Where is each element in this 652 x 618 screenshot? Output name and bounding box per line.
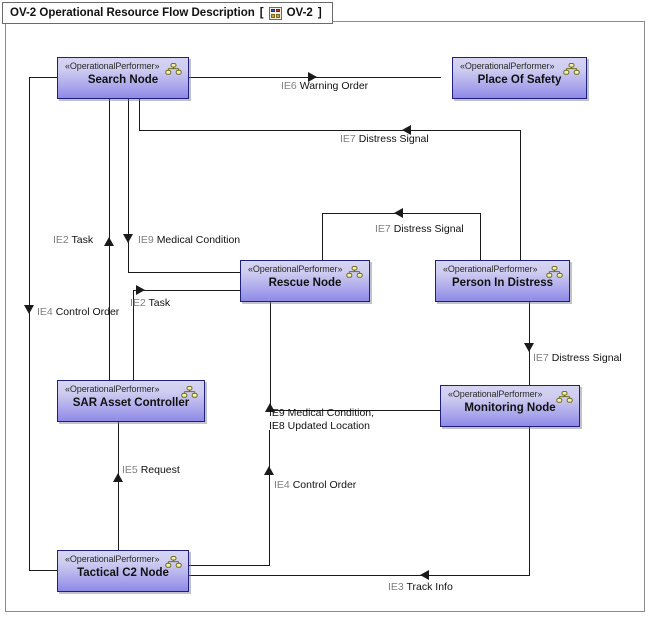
flow-ie7-top-v2[interactable] [139, 99, 140, 131]
node-name: Person In Distress [452, 277, 553, 289]
flow-ie7-right-arrow [524, 343, 534, 352]
flow-ie3-v[interactable] [529, 427, 530, 576]
flow-ie2-right-arrow [136, 285, 145, 295]
node-tactical-c2-node[interactable]: «OperationalPerformer» Tactical C2 Node [57, 550, 189, 592]
node-stereotype: «OperationalPerformer» [65, 384, 160, 394]
flow-ie4-up-v[interactable] [269, 430, 270, 566]
flow-ie2-right-h[interactable] [133, 290, 241, 291]
flow-ie2-up-arrow [104, 237, 114, 246]
flow-ie7-mid-v1[interactable] [480, 213, 481, 261]
node-name: Monitoring Node [464, 402, 556, 414]
flow-ie9-down-v[interactable] [128, 99, 129, 273]
organization-performer-icon [165, 62, 182, 75]
flow-label-ie7-top: IE7 Distress Signal [340, 133, 429, 145]
node-name: Rescue Node [268, 277, 342, 289]
node-rescue-node[interactable]: «OperationalPerformer» Rescue Node [240, 260, 370, 302]
flow-ie5-arrow [113, 473, 123, 482]
diagram-icon [268, 6, 282, 20]
organization-performer-icon [546, 265, 563, 278]
node-name: Tactical C2 Node [77, 567, 169, 579]
node-sar-asset-controller[interactable]: «OperationalPerformer» SAR Asset Control… [57, 380, 205, 422]
flow-label-ie4-left: IE4 Control Order [37, 306, 120, 318]
diagram-frame [5, 21, 645, 612]
flow-ie4-left-v[interactable] [29, 77, 30, 571]
organization-performer-icon [346, 265, 363, 278]
flow-ie9-down-arrow [123, 234, 133, 243]
flow-label-ie4-up: IE4 Control Order [274, 479, 357, 491]
flow-ie2-right-v[interactable] [133, 290, 134, 381]
node-name: SAR Asset Controller [72, 397, 190, 409]
flow-label-ie2-right: IE2 Task [130, 297, 171, 309]
node-name: Search Node [87, 74, 159, 86]
flow-ie7-mid-arrow [394, 208, 403, 218]
diagram-title-tab[interactable]: OV-2 Operational Resource Flow Descripti… [2, 2, 333, 24]
flow-ie4-left-h1[interactable] [29, 77, 58, 78]
flow-ie4-up-arrow [264, 466, 274, 475]
flow-ie3-arrow [420, 570, 429, 580]
flow-ie4-up-h[interactable] [189, 565, 270, 566]
flow-label-ie5: IE5 Request [122, 464, 180, 476]
node-name: Place Of Safety [477, 74, 562, 86]
organization-performer-icon [563, 62, 580, 75]
node-stereotype: «OperationalPerformer» [448, 389, 543, 399]
flow-ie9-down-h[interactable] [128, 272, 241, 273]
flow-label-ie9-ie8-line2: IE8 Updated Location [269, 420, 370, 432]
bracket-close: ] [317, 7, 322, 19]
organization-performer-icon [556, 390, 573, 403]
flow-ie9-ie8-v[interactable] [270, 302, 271, 411]
flow-ie6-arrow [308, 72, 317, 82]
flow-label-ie9-ie8: IE9 Medical Condition, IE8 Updated Locat… [269, 407, 374, 433]
flow-ie7-top-arrow [402, 125, 411, 135]
organization-performer-icon [165, 555, 182, 568]
node-stereotype: «OperationalPerformer» [443, 264, 538, 274]
flow-ie3-h[interactable] [189, 575, 530, 576]
flow-ie5-line[interactable] [118, 422, 119, 551]
node-stereotype: «OperationalPerformer» [248, 264, 343, 274]
flow-label-ie9-down: IE9 Medical Condition [138, 234, 241, 246]
diagram-id: OV-2 [286, 7, 313, 19]
node-stereotype: «OperationalPerformer» [460, 61, 555, 71]
flow-label-ie2-up: IE2 Task [53, 234, 94, 246]
node-person-in-distress[interactable]: «OperationalPerformer» Person In Distres… [435, 260, 570, 302]
bracket-open: [ [259, 7, 264, 19]
flow-ie9-ie8-h[interactable] [270, 410, 441, 411]
flow-ie7-top-v1[interactable] [520, 130, 521, 260]
organization-performer-icon [181, 385, 198, 398]
flow-label-ie3: IE3 Track Info [388, 581, 453, 593]
flow-ie9-ie8-arrow [265, 403, 275, 412]
flow-label-ie7-right: IE7 Distress Signal [533, 352, 622, 364]
flow-ie7-mid-v2[interactable] [322, 213, 323, 261]
flow-ie4-left-arrow [24, 305, 34, 314]
flow-label-ie7-mid: IE7 Distress Signal [375, 223, 464, 235]
node-search-node[interactable]: «OperationalPerformer» Search Node [57, 57, 189, 99]
flow-label-ie9-ie8-line1: IE9 Medical Condition, [269, 407, 375, 419]
node-place-of-safety[interactable]: «OperationalPerformer» Place Of Safety [452, 57, 587, 99]
page-title: OV-2 Operational Resource Flow Descripti… [10, 7, 255, 19]
node-stereotype: «OperationalPerformer» [65, 554, 160, 564]
node-stereotype: «OperationalPerformer» [65, 61, 160, 71]
node-monitoring-node[interactable]: «OperationalPerformer» Monitoring Node [440, 385, 580, 427]
flow-label-ie6: IE6 Warning Order [281, 80, 369, 92]
flow-ie7-top-h[interactable] [139, 130, 521, 131]
flow-ie4-left-h2[interactable] [29, 570, 58, 571]
